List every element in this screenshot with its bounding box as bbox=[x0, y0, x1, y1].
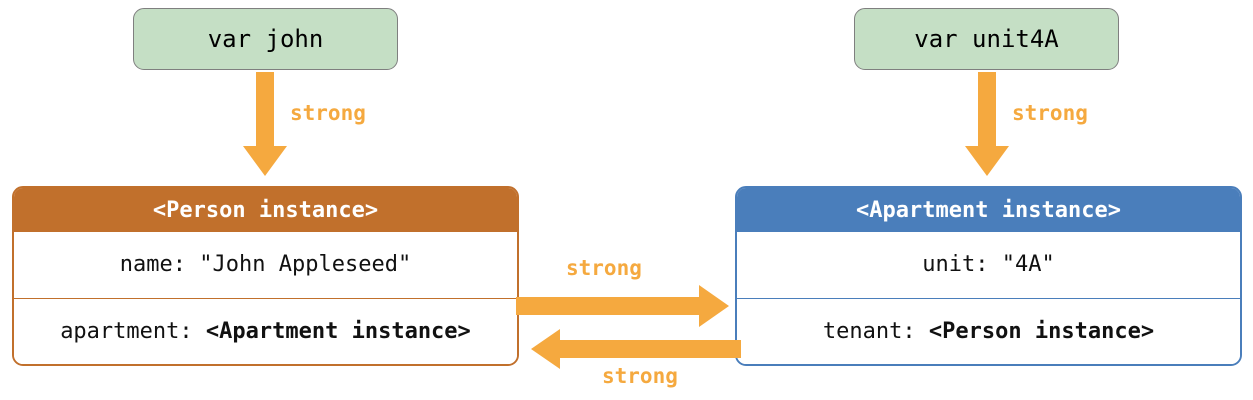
arrow-apartment-to-person bbox=[531, 329, 741, 369]
instance-row-person-apartment-value: <Apartment instance> bbox=[205, 318, 471, 344]
instance-row-apartment-tenant-value: <Person instance> bbox=[928, 318, 1155, 344]
variable-box-john-label: var john bbox=[207, 25, 324, 53]
edge-label-person-to-apartment: strong bbox=[566, 256, 642, 280]
variable-box-unit4a-label: var unit4A bbox=[914, 25, 1059, 53]
instance-row-person-apartment-key: apartment: bbox=[60, 318, 206, 344]
variable-box-john[interactable]: var john bbox=[133, 8, 398, 70]
instance-row-apartment-unit-key: unit: bbox=[922, 252, 1002, 278]
instance-row-person-name-value: "John Appleseed" bbox=[199, 252, 412, 278]
edge-label-john-to-person: strong bbox=[290, 101, 366, 125]
instance-box-person-header: <Person instance> bbox=[14, 188, 517, 232]
instance-row-apartment-unit: unit: "4A" bbox=[737, 232, 1240, 298]
instance-row-person-name-key: name: bbox=[119, 252, 200, 278]
arrow-john-to-person bbox=[241, 72, 289, 178]
instance-box-apartment-header: <Apartment instance> bbox=[737, 188, 1240, 232]
instance-box-person[interactable]: <Person instance> name: "John Appleseed"… bbox=[12, 186, 519, 366]
instance-row-person-apartment: apartment: <Apartment instance> bbox=[14, 297, 517, 364]
instance-row-apartment-unit-value: "4A" bbox=[1001, 252, 1055, 278]
edge-label-unit4a-to-apartment: strong bbox=[1012, 101, 1088, 125]
arrow-unit4a-to-apartment bbox=[963, 72, 1011, 178]
variable-box-unit4a[interactable]: var unit4A bbox=[854, 8, 1119, 70]
instance-row-apartment-tenant: tenant: <Person instance> bbox=[737, 297, 1240, 364]
instance-row-person-name: name: "John Appleseed" bbox=[14, 232, 517, 298]
instance-box-apartment[interactable]: <Apartment instance> unit: "4A" tenant: … bbox=[735, 186, 1242, 366]
arrow-person-to-apartment bbox=[516, 285, 731, 327]
edge-label-apartment-to-person: strong bbox=[602, 364, 678, 388]
instance-row-apartment-tenant-key: tenant: bbox=[822, 318, 929, 344]
